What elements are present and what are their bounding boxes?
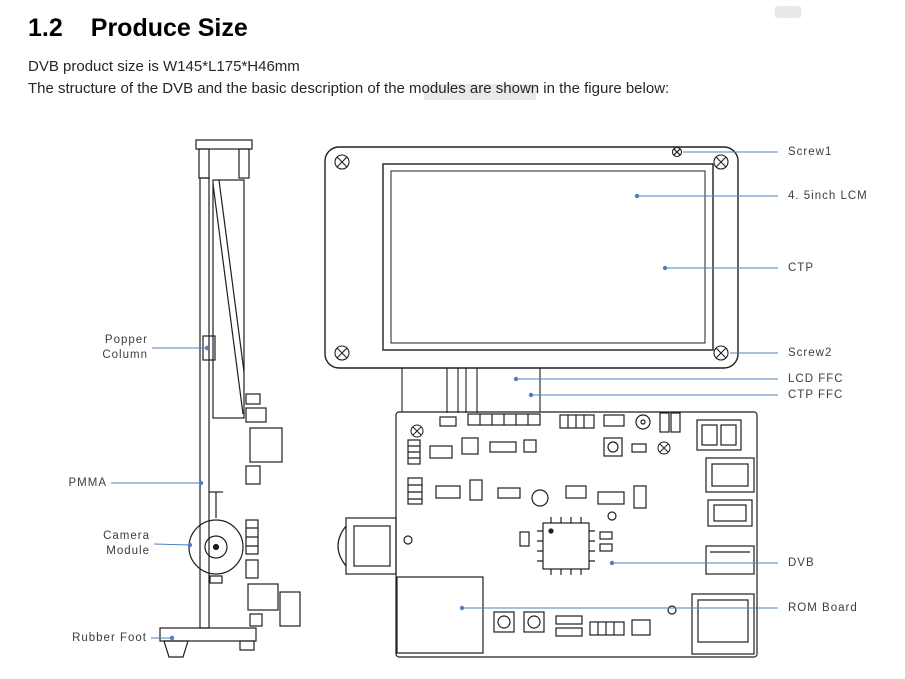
screw1-part bbox=[671, 146, 683, 158]
front-view-bezel bbox=[324, 146, 739, 369]
callout-lcd-ffc: LCD FFC bbox=[788, 373, 844, 385]
callout-leader-lines bbox=[111, 151, 778, 639]
callout-popper-line1: Popper bbox=[104, 334, 148, 346]
callout-ctp-ffc: CTP FFC bbox=[788, 389, 844, 401]
callout-camera-line2: Module bbox=[106, 545, 150, 557]
pcb-board-drawing bbox=[337, 411, 758, 658]
callout-pmma: PMMA bbox=[68, 477, 107, 489]
callout-screw1: Screw1 bbox=[788, 146, 833, 158]
callout-popper-line2: Column bbox=[102, 349, 148, 361]
body-text-line-2: The structure of the DVB and the basic d… bbox=[28, 80, 670, 97]
callout-lcm: 4. 5inch LCM bbox=[788, 190, 868, 202]
callout-camera-module: Camera Module bbox=[103, 529, 150, 559]
bezel-part bbox=[324, 146, 739, 369]
watermark bbox=[775, 6, 801, 18]
section-title: Produce Size bbox=[90, 14, 248, 42]
section-heading: 1.2 Produce Size bbox=[28, 14, 248, 43]
camera-module-part bbox=[188, 519, 244, 575]
callout-screw2: Screw2 bbox=[788, 347, 833, 359]
callout-popper-column: Popper Column bbox=[102, 333, 148, 363]
callout-camera-line1: Camera bbox=[103, 530, 150, 542]
body-text-line-1: DVB product size is W145*L175*H46mm bbox=[28, 58, 300, 75]
callout-dvb: DVB bbox=[788, 557, 815, 569]
bezel-screws bbox=[334, 146, 729, 361]
section-number: 1.2 bbox=[28, 14, 63, 42]
callout-rom-board: ROM Board bbox=[788, 602, 858, 614]
side-view-drawing bbox=[159, 139, 301, 658]
watermark bbox=[424, 84, 536, 100]
lcm-screen-part bbox=[382, 163, 714, 351]
dvb-board-part bbox=[395, 411, 758, 658]
callout-ctp: CTP bbox=[788, 262, 814, 274]
main-ic-part bbox=[542, 522, 590, 570]
pmma-panel-part bbox=[199, 177, 210, 629]
callout-rubber-foot: Rubber Foot bbox=[72, 632, 147, 644]
base-bar-part bbox=[159, 627, 257, 642]
rubber-foot-part bbox=[163, 640, 189, 658]
lens-module-part bbox=[345, 517, 397, 575]
rom-board-part bbox=[396, 576, 484, 654]
ctp-part bbox=[390, 170, 706, 344]
ffc-cables bbox=[401, 368, 541, 413]
callout-leader-dots bbox=[169, 193, 668, 641]
